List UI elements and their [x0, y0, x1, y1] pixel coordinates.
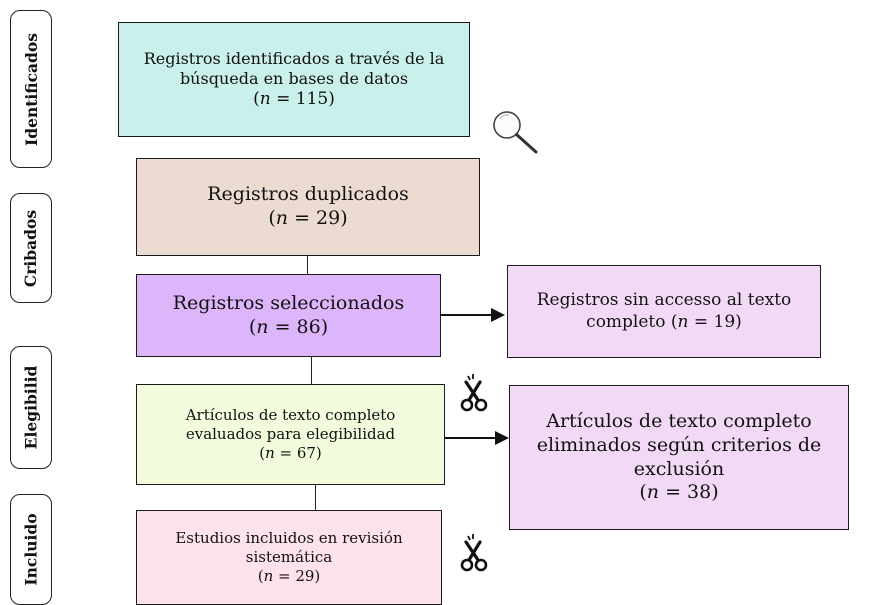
- count-value: = 38): [659, 481, 719, 504]
- box-text: Registros sin accesso al texto: [536, 290, 792, 311]
- stage-label-elegibilidad: Elegibilid: [10, 346, 52, 469]
- box-count: (n = 29): [268, 207, 347, 231]
- magnifier-icon: [493, 111, 538, 154]
- arrow-to-excluded-line: [445, 437, 497, 439]
- count-variable: n: [263, 566, 274, 585]
- no-access-records-box: Registros sin accesso al texto completo …: [507, 265, 821, 358]
- box-count: (n = 67): [259, 444, 322, 463]
- excluded-articles-box: Artículos de texto completo eliminados s…: [509, 385, 849, 530]
- box-count: (n = 29): [258, 567, 321, 586]
- identified-records-box: Registros identificados a través de la b…: [118, 22, 470, 137]
- connector-line: [311, 357, 312, 384]
- arrow-to-excluded-head: [495, 431, 509, 445]
- count-variable: n: [646, 481, 660, 504]
- box-text: exclusión: [633, 457, 725, 480]
- count-prefix: (: [639, 481, 647, 504]
- arrow-to-no-access-line: [441, 314, 493, 316]
- box-text: Registros duplicados: [207, 183, 409, 206]
- selected-records-box: Registros seleccionados (n = 86): [136, 274, 441, 357]
- count-variable: n: [677, 311, 689, 332]
- box-text: Estudios incluidos en revisión: [175, 529, 403, 548]
- box-text: Artículos de texto completo: [546, 410, 812, 432]
- stage-label-cribados: Cribados: [10, 193, 52, 303]
- box-text: Registros seleccionados: [172, 291, 405, 314]
- count-value: = 67): [274, 443, 322, 462]
- count-value: = 29): [273, 566, 321, 585]
- stage-label-text: Elegibilid: [21, 365, 41, 450]
- scissors-icon: [460, 534, 488, 572]
- count-prefix: (: [253, 88, 260, 109]
- box-count: (n = 38): [639, 481, 718, 505]
- count-variable: n: [265, 443, 275, 462]
- arrow-to-no-access-head: [491, 308, 505, 322]
- stage-label-incluido: Incluido: [10, 494, 52, 605]
- stage-label-text: Cribados: [21, 209, 41, 287]
- stage-label-text: Identificados: [21, 32, 41, 146]
- box-text: Registros identificados a través de la: [143, 48, 445, 68]
- box-count: (n = 115): [253, 89, 335, 110]
- connector-line: [315, 485, 316, 510]
- count-value: = 115): [270, 88, 335, 109]
- count-prefix: (: [259, 443, 266, 462]
- count-value: = 86): [268, 315, 329, 338]
- box-text: sistemática: [245, 548, 333, 567]
- box-count: completo (n = 19): [586, 312, 742, 333]
- scissors-icon: [460, 374, 488, 412]
- duplicate-records-box: Registros duplicados (n = 29): [136, 158, 480, 256]
- included-studies-box: Estudios incluidos en revisión sistemáti…: [136, 510, 442, 605]
- box-text: búsqueda en bases de datos: [179, 68, 409, 88]
- count-variable: n: [275, 207, 289, 229]
- box-text: evaluados para elegibilidad: [185, 425, 396, 444]
- eligibility-assessed-box: Artículos de texto completo evaluados pa…: [136, 384, 445, 485]
- count-prefix: (: [248, 315, 257, 338]
- count-prefix: (: [268, 207, 276, 229]
- box-text: eliminados según criterios de: [536, 433, 822, 456]
- count-variable: n: [256, 315, 269, 338]
- connector-line: [307, 256, 308, 274]
- stage-label-identificados: Identificados: [10, 10, 52, 168]
- box-text: completo (: [586, 311, 678, 332]
- count-value: = 29): [288, 207, 348, 229]
- box-count: (n = 86): [249, 316, 328, 340]
- count-variable: n: [259, 88, 271, 109]
- stage-label-text: Incluido: [21, 513, 41, 586]
- count-prefix: (: [257, 566, 264, 585]
- box-text: Artículos de texto completo: [185, 406, 396, 425]
- count-value: = 19): [688, 311, 742, 332]
